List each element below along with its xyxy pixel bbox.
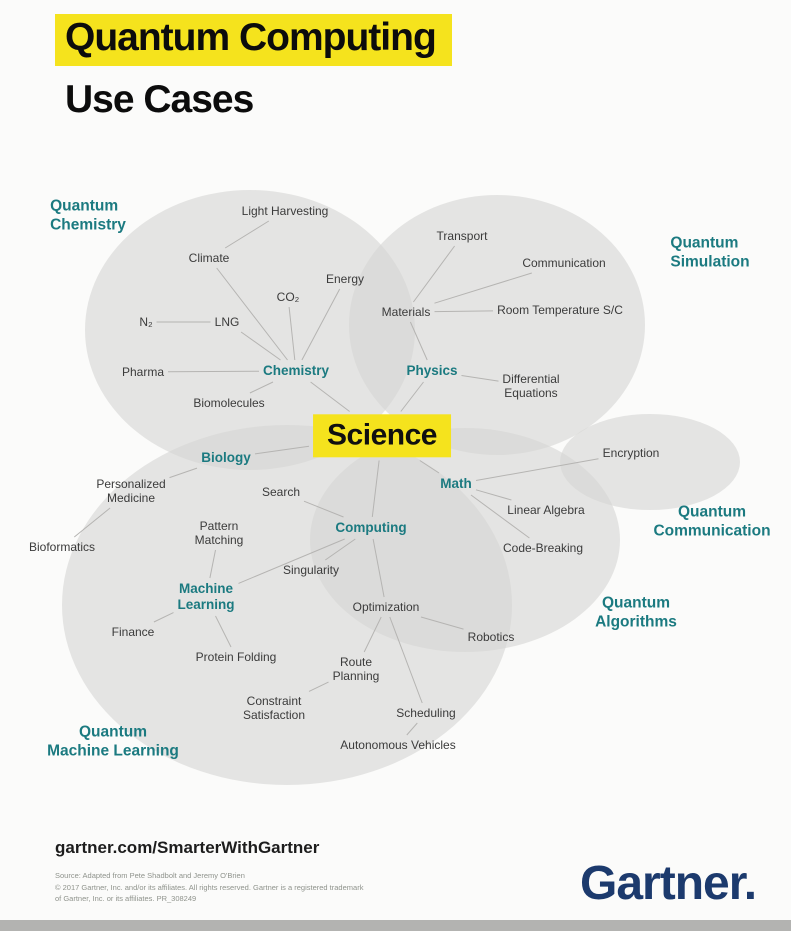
- edge-physics-differential-equations: [461, 375, 499, 382]
- node-code-breaking: Code-Breaking: [502, 540, 584, 555]
- node-bioformatics: Bioformatics: [28, 539, 96, 554]
- node-light-harvesting: Light Harvesting: [241, 203, 329, 218]
- node-physics: Physics: [406, 363, 458, 379]
- edge-chemistry-climate: [216, 267, 288, 361]
- cluster-ellipse-quantum-communication: [560, 414, 740, 510]
- node-optimization: Optimization: [352, 599, 420, 614]
- bottom-edge-strip: [0, 920, 791, 931]
- node-pharma: Pharma: [121, 364, 165, 379]
- node-route-planning: Route Planning: [332, 654, 380, 683]
- node-machine-learning: Machine Learning: [177, 581, 235, 612]
- page-title-line1: Quantum Computing: [55, 14, 452, 66]
- node-lng: LNG: [214, 314, 240, 329]
- node-robotics: Robotics: [467, 629, 515, 644]
- diagram-edges: [73, 220, 599, 736]
- gartner-url-text: gartner.com/SmarterWithGartner: [55, 838, 320, 857]
- node-encryption: Encryption: [602, 445, 660, 460]
- node-room-temperature-sc: Room Temperature S/C: [497, 302, 623, 317]
- edge-machine-learning-pattern-matching: [209, 549, 216, 579]
- edge-materials-room-temperature-sc: [434, 310, 494, 313]
- edge-optimization-route-planning: [363, 616, 382, 653]
- title-block: Quantum Computing Use Cases: [55, 14, 452, 122]
- edge-route-planning-constraint-satisfaction: [308, 681, 329, 692]
- cluster-ellipse-quantum-machine-learning: [62, 425, 512, 785]
- node-transport: Transport: [436, 228, 488, 243]
- cluster-ellipses: [62, 190, 740, 785]
- node-linear-algebra: Linear Algebra: [507, 502, 585, 517]
- gartner-logo: Gartner.: [580, 857, 757, 910]
- edge-computing-singularity: [325, 538, 356, 561]
- cluster-ellipse-quantum-chemistry: [85, 190, 415, 470]
- edge-computing-machine-learning: [238, 538, 345, 584]
- cluster-label-quantum-communication: Quantum Communication: [653, 503, 771, 540]
- edge-math-code-breaking: [470, 494, 530, 539]
- node-scheduling: Scheduling: [396, 705, 456, 720]
- node-chemistry: Chemistry: [262, 363, 330, 379]
- edge-chemistry-energy: [301, 288, 341, 361]
- node-climate: Climate: [188, 250, 230, 265]
- edge-science-chemistry: [310, 381, 350, 412]
- node-finance: Finance: [111, 624, 155, 639]
- node-protein-folding: Protein Folding: [195, 649, 277, 664]
- edge-materials-transport: [412, 245, 456, 303]
- edge-science-physics: [400, 381, 424, 412]
- node-biomolecules: Biomolecules: [193, 395, 265, 410]
- node-computing: Computing: [335, 520, 407, 536]
- node-energy: Energy: [325, 271, 365, 286]
- node-autonomous-vehicles: Autonomous Vehicles: [340, 737, 456, 752]
- node-communication: Communication: [522, 255, 606, 270]
- edge-materials-communication: [434, 272, 532, 304]
- edge-science-computing: [371, 460, 380, 518]
- cluster-ellipse-quantum-simulation: [349, 195, 645, 455]
- legal-text: Source: Adapted from Pete Shadbolt and J…: [55, 870, 363, 905]
- node-search: Search: [261, 484, 301, 499]
- node-biology: Biology: [201, 450, 251, 466]
- node-materials: Materials: [381, 304, 431, 319]
- node-math: Math: [440, 476, 472, 492]
- edge-machine-learning-protein-folding: [215, 615, 232, 648]
- edge-machine-learning-finance: [153, 612, 174, 623]
- edge-physics-materials: [409, 321, 428, 361]
- node-pattern-matching: Pattern Matching: [194, 518, 244, 547]
- legal-source-line: Source: Adapted from Pete Shadbolt and J…: [55, 871, 245, 880]
- edge-chemistry-lng: [240, 331, 281, 361]
- edge-science-biology: [254, 445, 310, 455]
- edge-chemistry-co2: [288, 306, 296, 361]
- node-personalized-medicine: Personalized Medicine: [96, 476, 166, 505]
- page-title-line2: Use Cases: [65, 78, 254, 121]
- edge-math-encryption: [475, 458, 599, 481]
- node-constraint-satisfaction: Constraint Satisfaction: [242, 693, 306, 722]
- edge-computing-search: [303, 500, 344, 518]
- legal-copyright-line2: of Gartner, Inc. or its affiliates. PR_3…: [55, 894, 197, 904]
- cluster-label-quantum-simulation: Quantum Simulation: [670, 234, 750, 271]
- edge-climate-light-harvesting: [224, 220, 270, 249]
- cluster-label-quantum-machine-learning: Quantum Machine Learning: [47, 723, 179, 760]
- edge-math-linear-algebra: [475, 489, 512, 501]
- edge-personalized-medicine-bioformatics: [73, 507, 111, 538]
- edge-science-math: [419, 460, 440, 474]
- edge-chemistry-biomolecules: [249, 381, 274, 394]
- cluster-label-quantum-algorithms: Quantum Algorithms: [595, 594, 677, 631]
- node-co2: CO₂: [276, 289, 300, 304]
- node-science: Science: [313, 414, 451, 458]
- edge-chemistry-pharma: [167, 370, 260, 373]
- legal-copyright-line1: © 2017 Gartner, Inc. and/or its affiliat…: [55, 882, 364, 892]
- node-n2: N₂: [139, 314, 153, 329]
- edge-computing-optimization: [372, 538, 385, 598]
- edge-optimization-scheduling: [389, 616, 423, 704]
- node-singularity: Singularity: [282, 562, 340, 577]
- edge-optimization-robotics: [420, 616, 464, 630]
- node-differential-equations: Differential Equations: [502, 371, 560, 400]
- edge-biology-personalized-medicine: [169, 467, 198, 479]
- edge-scheduling-autonomous-vehicles: [406, 722, 418, 736]
- cluster-label-quantum-chemistry: Quantum Chemistry: [50, 197, 126, 234]
